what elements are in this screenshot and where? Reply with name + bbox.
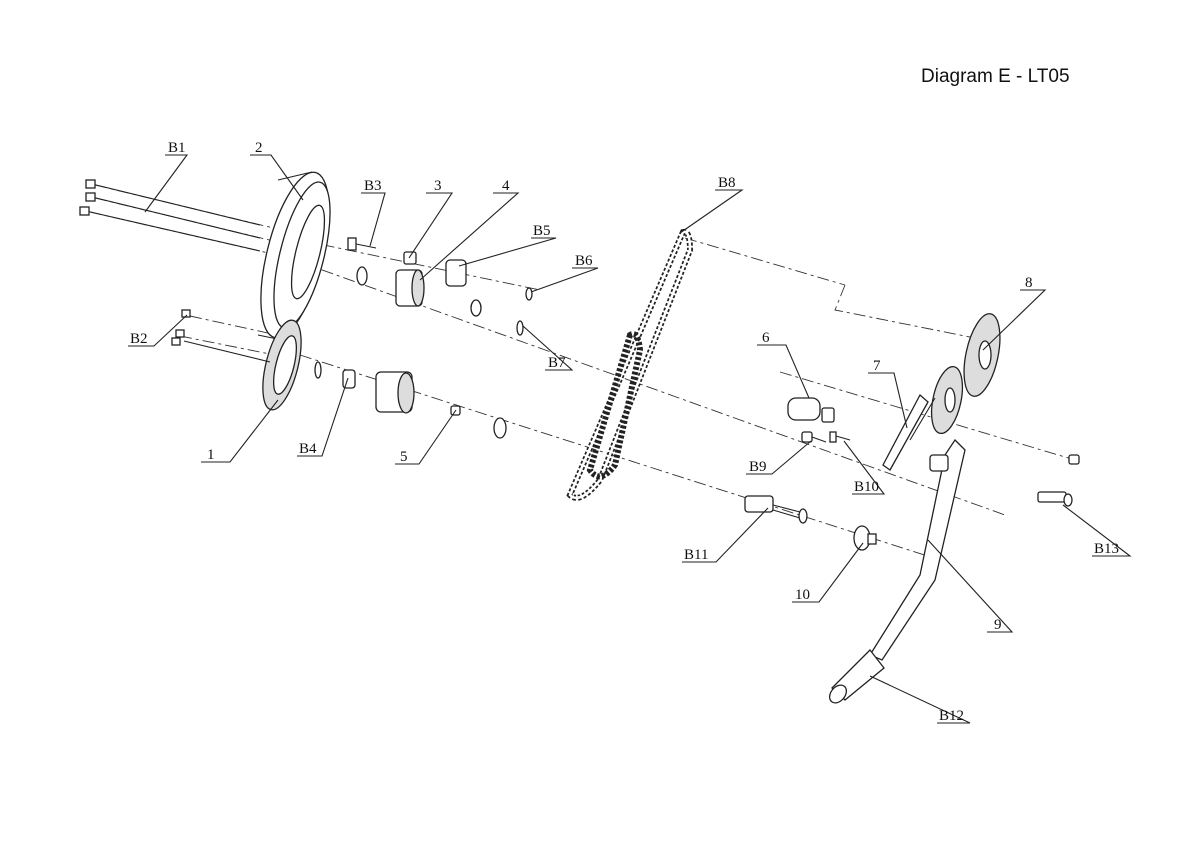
- label-b4: B4: [299, 441, 317, 457]
- label-b13: B13: [1094, 541, 1119, 557]
- small-bolts-b2: [171, 309, 271, 363]
- label-p4: 4: [502, 178, 510, 194]
- label-p10: 10: [795, 587, 810, 603]
- assembly-centerlines: [89, 184, 1076, 561]
- label-p6: 6: [762, 330, 770, 346]
- lower-hub-parts: [314, 361, 507, 439]
- label-p7: 7: [873, 358, 881, 374]
- label-p1: 1: [207, 447, 215, 463]
- double-sprocket-8: [909, 313, 1001, 441]
- tensioner-arm-7: [882, 393, 929, 471]
- upper-hub-parts: [347, 237, 533, 336]
- diagram-title: Diagram E - LT05: [921, 66, 1070, 87]
- pulley-wheel-2: [257, 171, 331, 341]
- label-b2: B2: [130, 331, 148, 347]
- callout-labels: B1 2 B3 3 4 B5 B6 B7 B8 8 B2 1 B4 5 6 7 …: [130, 140, 1119, 724]
- drive-chain-b8: [566, 228, 694, 501]
- label-p8: 8: [1025, 275, 1033, 291]
- label-b9: B9: [749, 459, 767, 475]
- label-b8: B8: [718, 175, 736, 191]
- label-b1: B1: [168, 140, 186, 156]
- label-b5: B5: [533, 223, 551, 239]
- label-p2: 2: [255, 140, 263, 156]
- label-b7: B7: [548, 355, 566, 371]
- label-b3: B3: [364, 178, 382, 194]
- label-p5: 5: [400, 449, 408, 465]
- long-bolts-b1: [79, 179, 261, 252]
- callout-leaders: [128, 154, 1132, 724]
- label-b6: B6: [575, 253, 593, 269]
- label-b12: B12: [939, 708, 964, 724]
- label-b11: B11: [684, 547, 708, 563]
- tensioner-parts: [787, 397, 851, 443]
- bolt-b13: [1037, 454, 1080, 507]
- label-p3: 3: [434, 178, 442, 194]
- label-b10: B10: [854, 479, 879, 495]
- label-p9: 9: [994, 617, 1002, 633]
- pedal-lever-9: [828, 438, 966, 704]
- pin-and-bushing: [744, 495, 877, 551]
- sprocket-1: [262, 319, 302, 411]
